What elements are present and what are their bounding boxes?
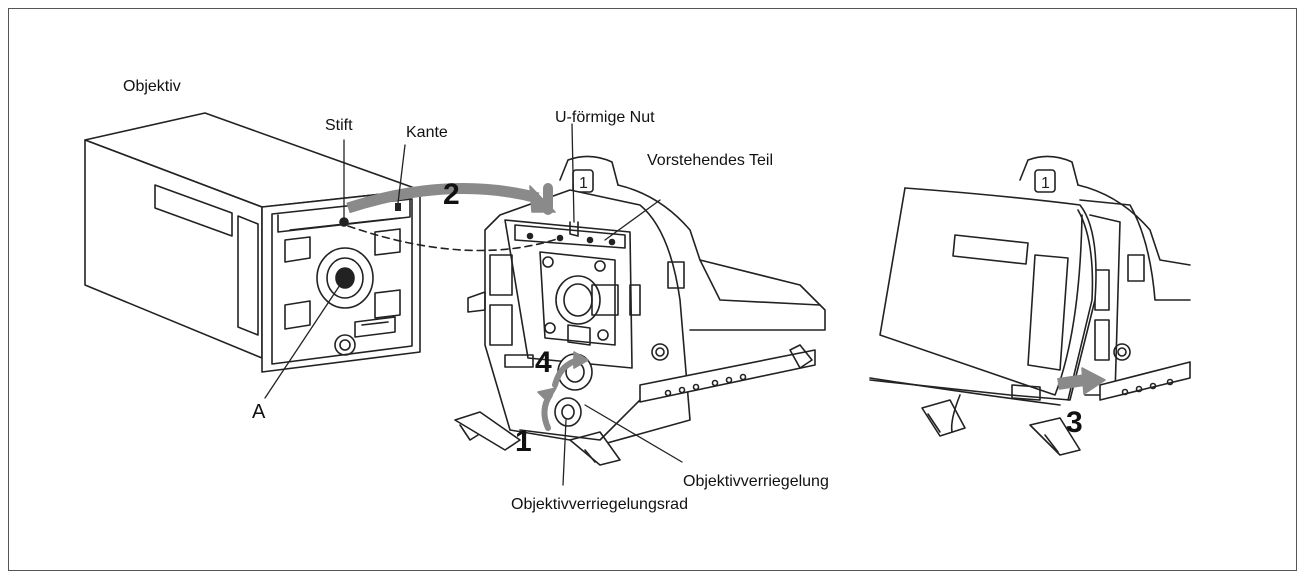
step-3: 3 [1066,408,1083,438]
svg-text:1: 1 [1041,175,1050,192]
label-edge: Kante [406,125,448,141]
step-4: 4 [535,348,552,378]
step-2: 2 [443,180,460,210]
label-u-groove: U-förmige Nut [555,110,655,126]
label-pin: Stift [325,118,353,134]
label-lens-lock: Objektivverriegelung [683,474,829,490]
label-lock-wheel: Objektivverriegelungsrad [511,497,688,513]
label-protrusion: Vorstehendes Teil [647,153,773,169]
step-1: 1 [515,427,532,457]
label-lens: Objektiv [123,79,181,95]
label-a: A [252,402,265,422]
lens-attached [870,188,1096,436]
svg-text:1: 1 [579,175,588,192]
camera-body: 1 [455,156,825,465]
lens-body [85,113,420,372]
